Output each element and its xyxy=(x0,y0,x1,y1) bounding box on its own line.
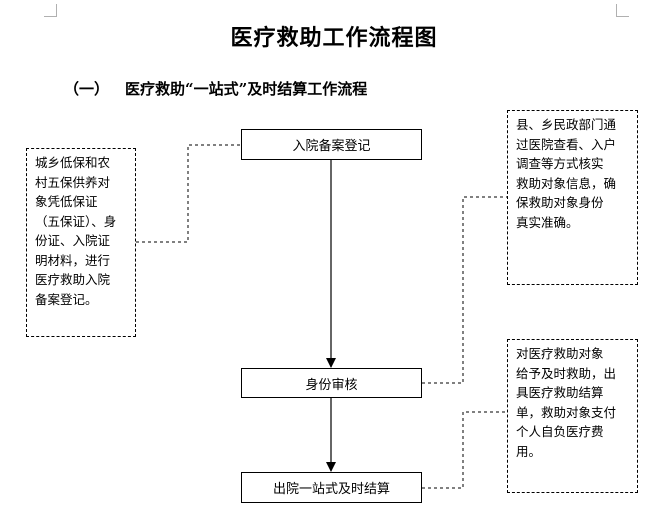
page-corner-mark-left xyxy=(44,4,57,17)
note-settlement: 对医疗救助对象 给予及时救助，出 具医疗救助结算 单，救助对象支付 个人自负医疗… xyxy=(507,339,638,493)
step-identity-verification: 身份审核 xyxy=(241,368,422,398)
step-discharge-settlement: 出院一站式及时结算 xyxy=(241,472,422,503)
page-corner-mark-right xyxy=(616,4,629,17)
note-registration: 城乡低保和农 村五保供养对 象凭低保证 （五保证）、身 份证、入院证 明材料，进… xyxy=(26,148,136,337)
connector-settlement-note xyxy=(422,411,507,489)
section-title: 医疗救助“一站式”及时结算工作流程 xyxy=(125,80,368,98)
connector-left-note xyxy=(136,144,241,243)
document-title: 医疗救助工作流程图 xyxy=(230,25,438,51)
connector-verification-note xyxy=(422,196,507,384)
section-number: （一） xyxy=(64,80,110,98)
section-heading: （一） 医疗救助“一站式”及时结算工作流程 xyxy=(64,78,367,99)
step-admission-registration: 入院备案登记 xyxy=(241,129,422,160)
note-verification: 县、乡民政部门通 过医院查看、入户 调查等方式核实 救助对象信息，确 保救助对象… xyxy=(507,110,638,285)
